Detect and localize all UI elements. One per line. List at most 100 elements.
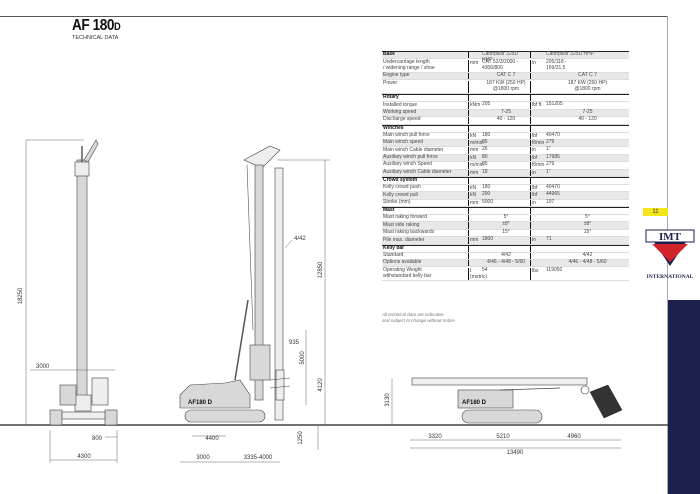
spec-value-metric: ±8° — [502, 221, 510, 228]
spec-model-metric: Caterpillar 325D HHP — [482, 51, 519, 63]
spec-unit-metric: mm — [468, 147, 482, 154]
model-suffix: D — [114, 21, 121, 33]
spec-value-imperial: 44965 — [546, 191, 560, 198]
spec-value-imperial: 7-25 — [582, 108, 593, 115]
front-cab — [59, 384, 77, 406]
spec-value-imperial: 40470 — [546, 131, 560, 138]
spec-value-metric: 200 — [482, 191, 491, 198]
spec-value-metric: 15° — [502, 228, 510, 235]
spec-label: Standard — [383, 251, 404, 258]
spec-unit-metric — [468, 222, 482, 229]
spec-unit-metric: t (metric) — [468, 268, 487, 281]
spec-unit-imperial: in — [530, 60, 546, 72]
front-undercarriage — [61, 411, 106, 420]
spec-section-header: Crowd system — [382, 176, 629, 185]
spec-footnote: All technical data are indicative and su… — [382, 312, 455, 323]
top-rule — [0, 16, 668, 17]
spec-unit-metric — [468, 109, 482, 117]
spec-unit-imperial: ft/min — [530, 162, 545, 169]
spec-label: Auxiliary winch Speed — [383, 161, 432, 168]
spec-label: Auxiliary winch pull force — [383, 154, 438, 161]
spec-unit-imperial: lbf — [530, 192, 546, 199]
spec-unit-imperial — [530, 177, 546, 184]
spec-label: Options available — [383, 259, 422, 266]
spec-row: Mast side raking±8°±8° — [382, 221, 629, 230]
spec-value-imperial: 279 — [546, 161, 555, 168]
spec-label: Kelly crowd pull — [383, 191, 418, 198]
spec-unit-metric: kN — [468, 192, 482, 199]
spec-value-metric: 18 — [482, 168, 488, 175]
spec-value-imperial: 40 - 120 — [578, 116, 597, 123]
spec-section-title: Rotary — [383, 94, 399, 101]
spec-unit-metric — [468, 215, 482, 222]
spec-value-metric: 7-25 — [500, 108, 511, 115]
spec-label: Operating Weight withstandard kelly bar — [383, 267, 432, 280]
spec-unit-metric — [468, 177, 482, 184]
spec-section-title: Mast — [383, 207, 395, 214]
dim-front-track: 800 — [92, 436, 103, 442]
spec-unit-imperial: lbf — [530, 132, 546, 139]
spec-model-imperial — [546, 178, 629, 184]
spec-unit-imperial — [530, 252, 546, 260]
spec-value-metric: 1800 — [482, 236, 494, 243]
spec-value-imperial: 187 KW (250 HP) @1800 rpm — [567, 80, 608, 93]
spec-value-metric: 5° — [503, 214, 509, 221]
spec-unit-imperial — [530, 117, 546, 124]
spec-value-metric: CAT C 7 — [496, 72, 516, 78]
front-view: 18250 3000 800 4300 — [18, 139, 118, 463]
transport-rig-badge: AF180 D — [462, 400, 487, 406]
transport-rotary — [589, 384, 623, 419]
brand-band — [668, 300, 700, 494]
model-name: AF 180 — [72, 17, 115, 34]
spec-unit-metric — [468, 229, 482, 237]
transport-track — [461, 409, 543, 424]
spec-value-imperial: ±8° — [583, 221, 592, 228]
spec-unit-imperial — [530, 208, 546, 215]
spec-label: Undercarriage length / widening range / … — [383, 59, 435, 71]
spec-unit-metric: kN — [468, 154, 482, 162]
spec-section-header: Rotary — [382, 94, 629, 103]
spec-row: Working speed 7-25 7-25 — [382, 108, 629, 118]
spec-unit-imperial — [530, 222, 546, 229]
spec-value-imperial: 119050 — [546, 267, 563, 274]
front-mast-head — [74, 161, 90, 177]
spec-model-metric — [482, 246, 530, 252]
spec-unit-imperial — [530, 215, 546, 222]
dim-side-tail: 3000 — [196, 455, 210, 461]
spec-unit-imperial: in — [530, 199, 546, 207]
spec-unit-imperial — [530, 52, 546, 58]
side-auger — [275, 369, 285, 401]
spec-unit-metric — [468, 245, 482, 252]
spec-label: Engine type — [383, 72, 410, 79]
spec-unit-metric: kN — [468, 184, 482, 192]
transport-mast — [411, 377, 588, 386]
front-sheave — [83, 139, 99, 163]
logo-text: IMT — [659, 231, 682, 243]
spec-unit-imperial — [530, 109, 546, 117]
spec-value-imperial: 5° — [585, 214, 590, 221]
spec-unit-imperial: lbf — [530, 184, 546, 192]
page-number: 11 — [643, 208, 668, 216]
spec-label: Installed torque — [383, 101, 418, 108]
side-kelly-bar — [274, 167, 284, 421]
dim-transport-height: 3130 — [385, 393, 391, 407]
dim-side-auger: 935 — [289, 340, 300, 346]
technical-drawings: 18250 3000 800 4300 AF180 D 12850 4/42 9… — [0, 139, 668, 463]
spec-label: Pile max. diameter — [383, 236, 425, 243]
spec-unit-metric: kNm — [468, 102, 481, 109]
spec-value-metric: 40 - 120 — [496, 116, 516, 123]
spec-unit-metric: mm — [468, 60, 482, 72]
dim-side-height: 12850 — [318, 261, 324, 278]
spec-label: Working speed — [383, 109, 417, 116]
dim-side-kelly: 4/42 — [294, 236, 306, 242]
